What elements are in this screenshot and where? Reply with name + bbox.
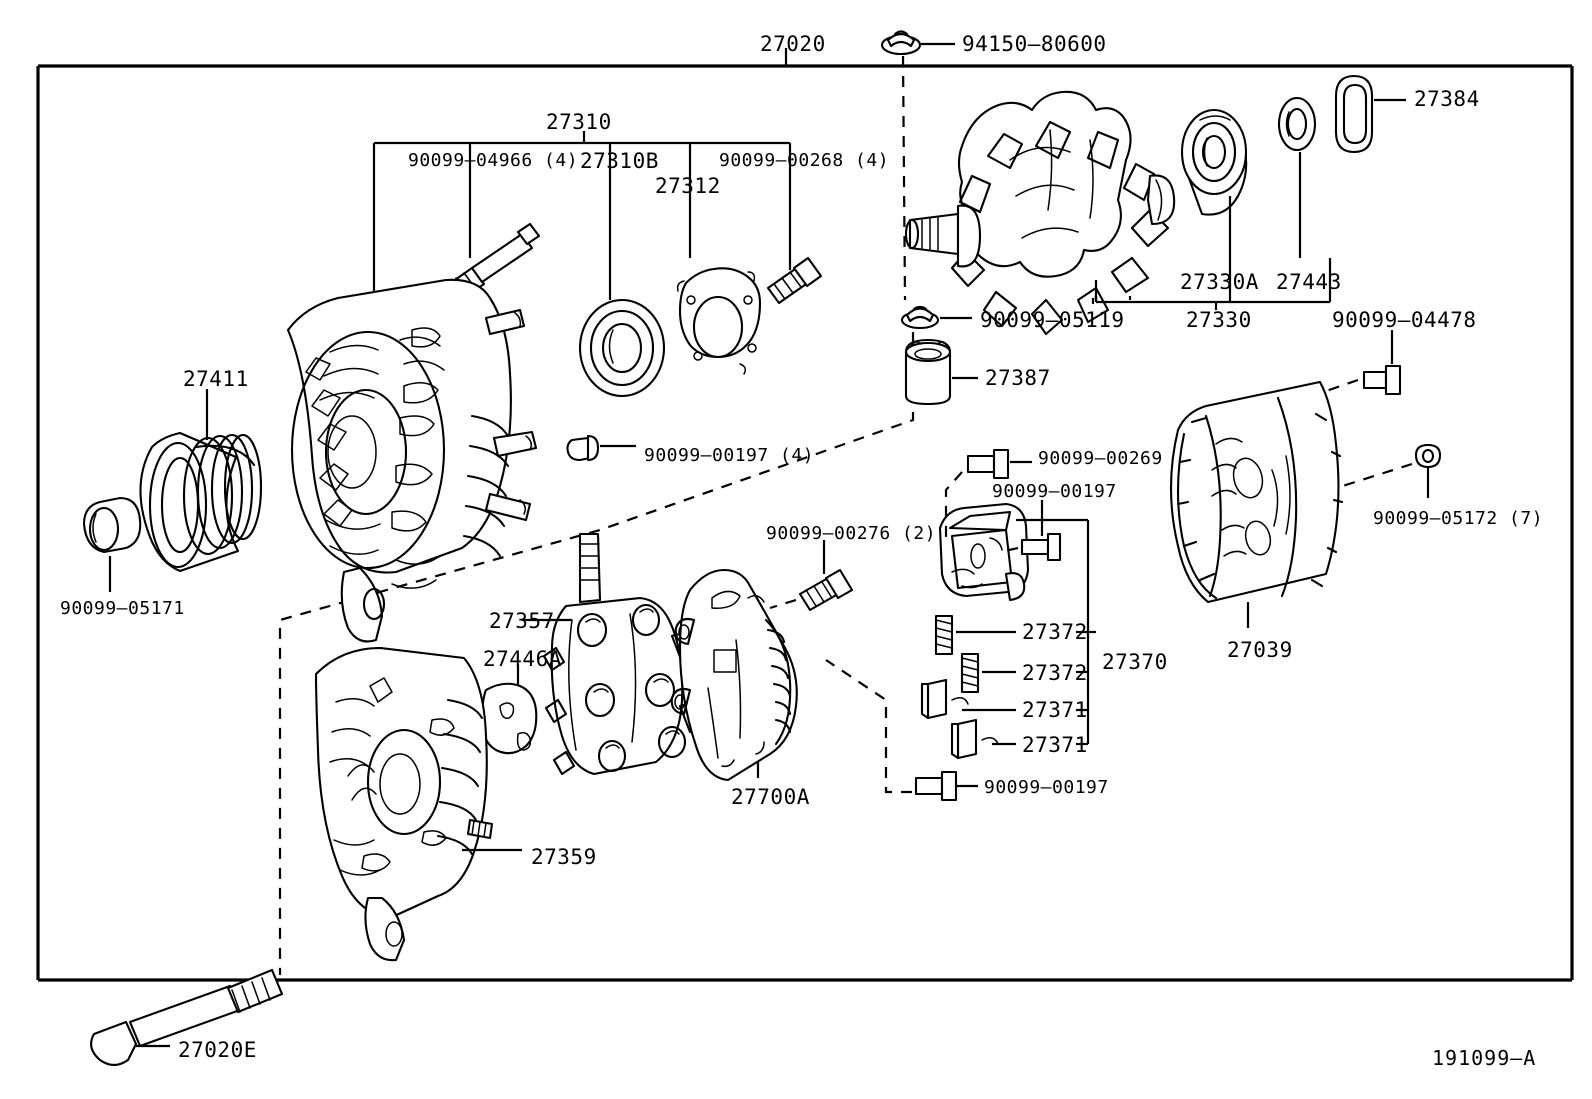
part-90099-00197-c [825,659,978,802]
diagram-frame [36,64,1574,982]
part-label-27371-b: 27371 [1022,733,1088,757]
part-27039 [1170,380,1344,628]
part-90099-00197-b [999,500,1062,562]
part-label-27384: 27384 [1414,87,1480,111]
part-label-27372-b: 27372 [1022,661,1088,685]
part-27370-holder [938,502,1030,602]
part-27357 [522,532,702,776]
part-label-90099-00268: 90099–00268 (4) [719,150,890,171]
part-label-90099-00276: 90099–00276 (2) [766,523,937,544]
part-90099-04478 [1299,330,1402,402]
part-90099-00197-a [566,434,636,462]
part-90099-00269 [944,448,1032,540]
part-label-27020E: 27020E [178,1038,257,1062]
part-27387 [904,338,978,406]
part-27443 [1277,96,1317,258]
part-label-27330: 27330 [1186,308,1252,332]
part-label-90099-00269: 90099–00269 [1038,448,1163,469]
part-label-90099-00197-b: 90099–00197 [992,481,1117,502]
part-label-27446A: 27446A [483,647,562,671]
part-90099-05172 [1329,443,1442,498]
part-label-27039: 27039 [1227,638,1293,662]
part-label-90099-04478: 90099–04478 [1332,308,1477,332]
drawing-number-label: 191099–A [1432,1046,1537,1070]
part-label-27370: 27370 [1102,650,1168,674]
part-label-90099-04966: 90099–04966 (4) [408,150,579,171]
bracket-27370 [1016,518,1096,746]
part-label-90099-00197-a: 90099–00197 (4) [644,445,815,466]
part-label-27310: 27310 [546,110,612,134]
part-label-27411: 27411 [183,367,249,391]
part-27372-b [960,652,1016,694]
part-label-27443: 27443 [1276,270,1342,294]
rotor-shaft [904,204,982,268]
bracket-27330 [1094,258,1332,310]
part-label-27310B: 27310B [580,149,659,173]
part-label-27372-a: 27372 [1022,620,1088,644]
part-27310B [578,298,666,398]
part-label-90099-00197-c: 90099–00197 [984,777,1109,798]
part-90099-00276 [769,540,854,612]
part-27312 [676,267,762,375]
part-label-27330A: 27330A [1180,270,1259,294]
part-label-27357: 27357 [489,609,555,633]
part-label-90099-05172: 90099–05172 (7) [1373,508,1544,529]
part-27384 [1334,74,1406,154]
part-27020-housing [286,278,538,643]
part-27371-b [950,718,1016,760]
part-27371-a [920,678,1016,720]
part-27372-a [934,614,1016,656]
part-27411 [139,389,263,573]
part-label-27359: 27359 [531,845,597,869]
part-label-27387: 27387 [985,366,1051,390]
part-label-27700A: 27700A [731,785,810,809]
part-27700A [670,568,798,782]
part-label-27371-a: 27371 [1022,698,1088,722]
part-label-94150-80600: 94150–80600 [962,32,1107,56]
bracket-27310 [372,131,792,300]
part-90099-05171 [82,496,142,592]
part-94150-80600 [880,30,955,56]
part-label-27020: 27020 [760,32,826,56]
part-90099-05119 [900,305,972,330]
part-27359 [314,646,522,962]
part-27446A [480,664,538,755]
part-27330A [1180,108,1248,258]
part-27020E [90,968,284,1067]
housing-terminals [484,308,538,522]
part-label-27312: 27312 [655,174,721,198]
part-label-90099-05171: 90099–05171 [60,598,185,619]
part-label-90099-05119: 90099–05119 [980,308,1125,332]
part-27330-rotor [904,90,1176,336]
part-90099-00268 [766,256,823,305]
